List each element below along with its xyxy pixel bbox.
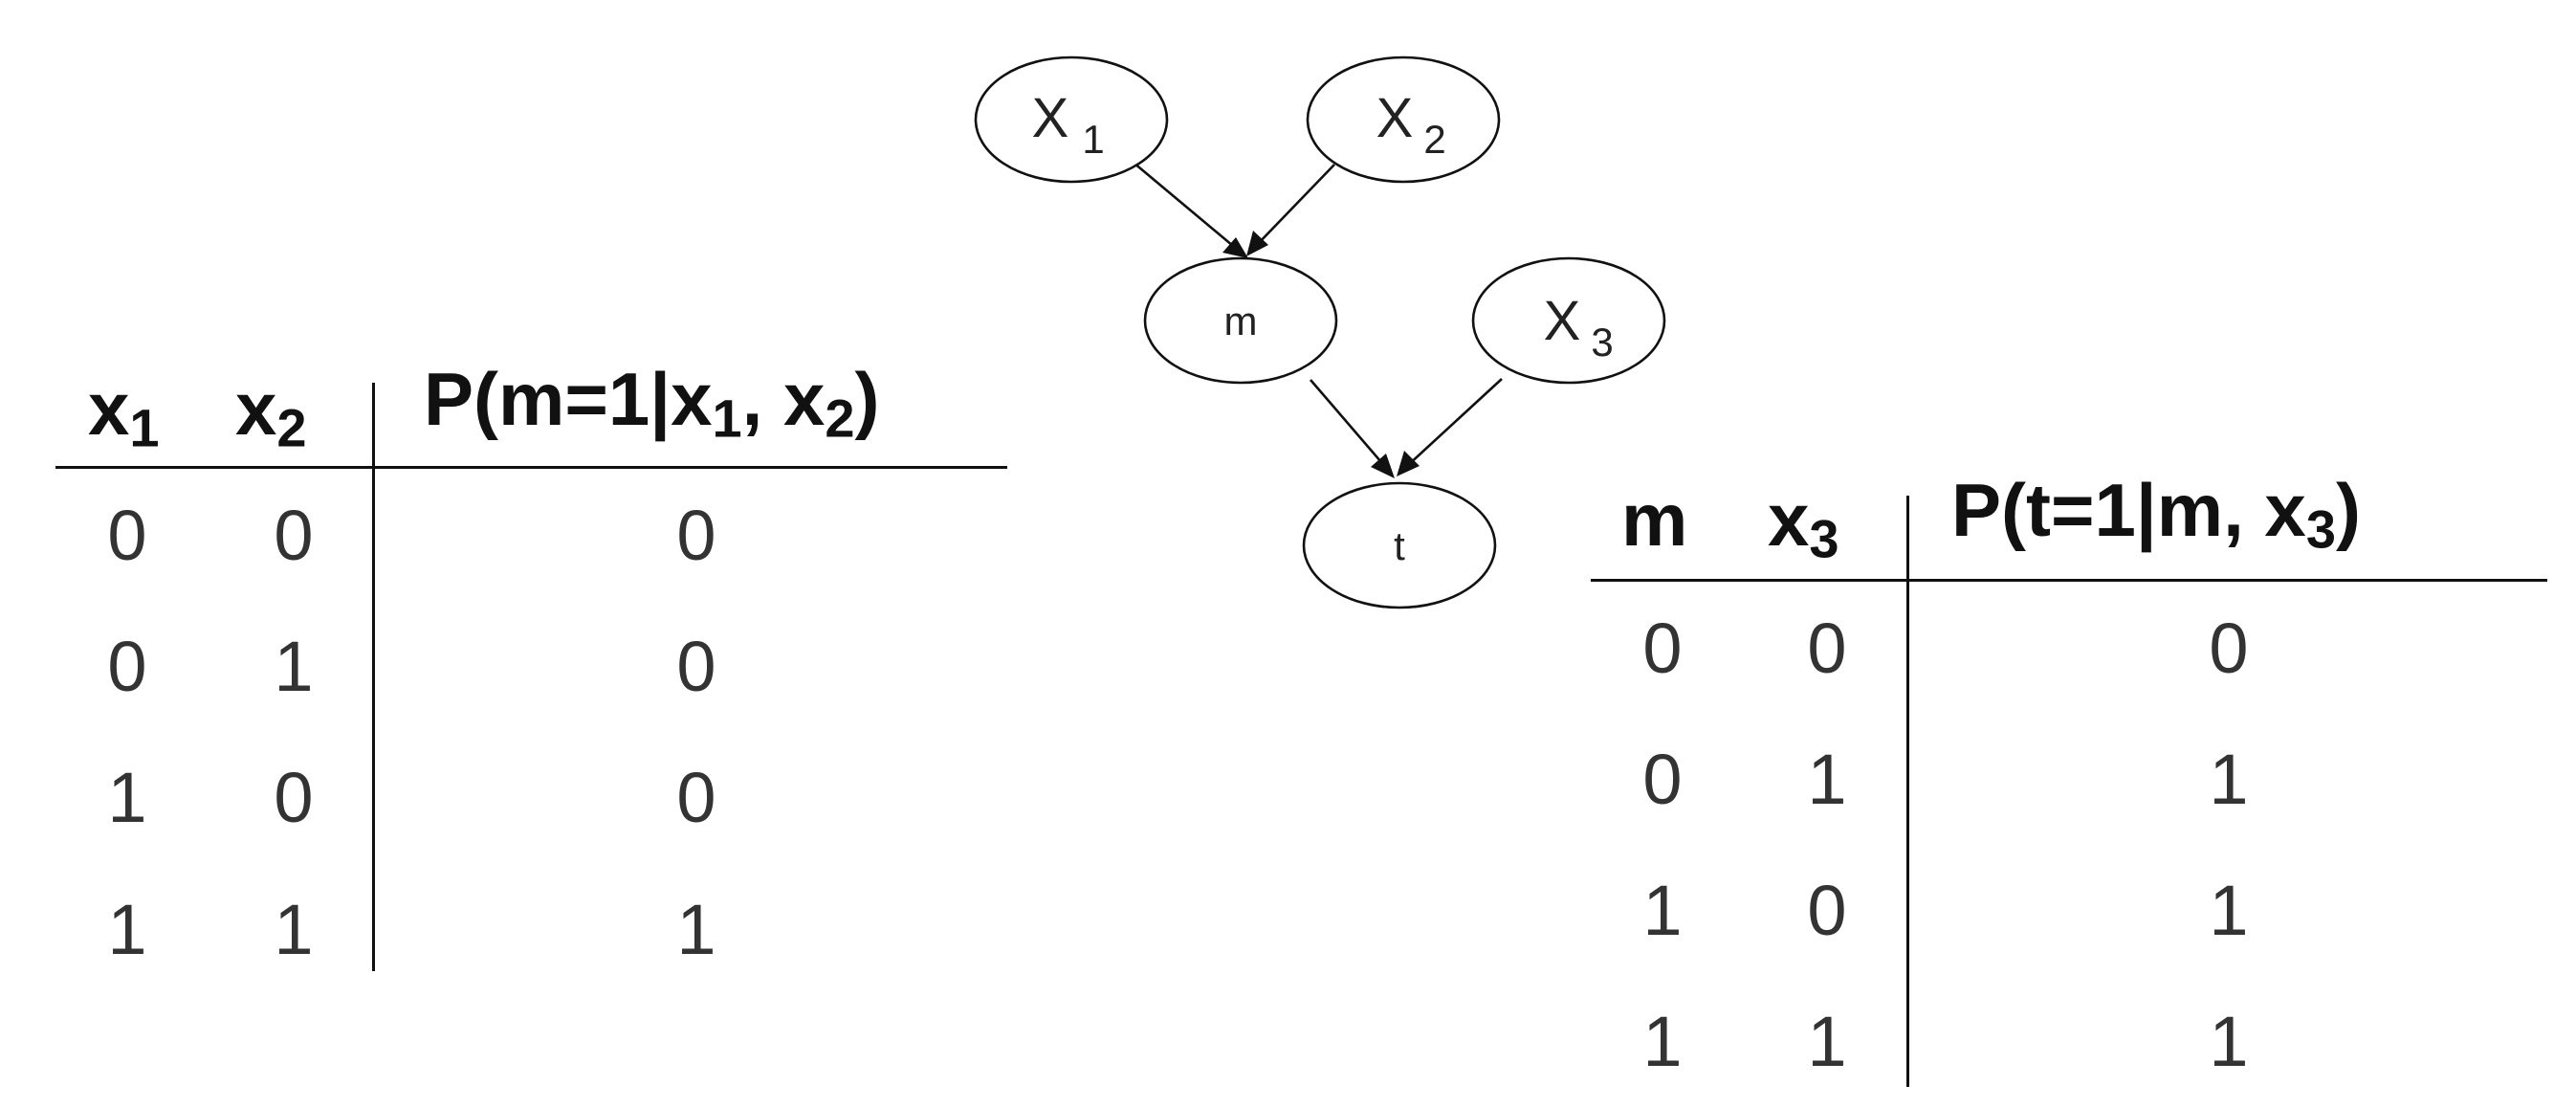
svg-text:X: X: [1032, 87, 1069, 149]
table-m-header-prob: P(m=1|x1, x2): [424, 357, 880, 449]
table-m-cell: 0: [676, 496, 716, 575]
table-m-cell: 0: [676, 627, 716, 706]
svg-text:X: X: [1544, 290, 1581, 352]
svg-text:3: 3: [1591, 320, 1613, 365]
table-t-column-divider: [1906, 496, 1909, 1087]
table-m-header-x2: x2: [235, 366, 307, 458]
table-t-cell: 1: [1807, 740, 1847, 819]
table-t-header-m: m: [1621, 477, 1688, 562]
table-m-header-divider: [55, 466, 1007, 469]
table-m-cell: 0: [274, 758, 314, 837]
edge-m-to-t: [1310, 379, 1395, 478]
node-t: t: [1302, 481, 1497, 609]
table-t-cell: 1: [2209, 871, 2249, 950]
table-t-cell: 1: [1642, 871, 1683, 950]
svg-text:m: m: [1224, 299, 1258, 343]
table-m-cell: 0: [107, 627, 147, 706]
table-t-header-x3: x3: [1768, 477, 1839, 569]
table-m-header-x1: x1: [88, 366, 160, 458]
edge-x1-to-m: [1133, 162, 1248, 258]
table-t-header-prob: P(t=1|m, x3): [1951, 468, 2361, 560]
table-t-cell: 0: [1642, 609, 1683, 688]
table-m-column-divider: [372, 383, 375, 971]
node-m: m: [1143, 256, 1338, 385]
node-x1: X 1: [974, 55, 1169, 184]
table-t-header-divider: [1591, 579, 2547, 582]
table-t-cell: 1: [1807, 1002, 1847, 1081]
table-t-cell: 0: [1807, 871, 1847, 950]
svg-text:1: 1: [1082, 117, 1104, 162]
table-m-cell: 0: [107, 496, 147, 575]
table-t-cell: 1: [2209, 740, 2249, 819]
node-x2: X 2: [1306, 55, 1501, 184]
svg-text:2: 2: [1423, 117, 1445, 162]
edge-x3-to-t: [1397, 378, 1503, 476]
table-t-cell: 1: [2209, 1002, 2249, 1081]
table-t-cell: 1: [1642, 1002, 1683, 1081]
table-m-cell: 1: [107, 758, 147, 837]
svg-text:X: X: [1376, 87, 1414, 149]
table-m-cell: 1: [274, 890, 314, 969]
table-m-cell: 1: [274, 627, 314, 706]
table-m-cell: 1: [107, 890, 147, 969]
table-m-cell: 0: [274, 496, 314, 575]
table-t-cell: 0: [1807, 609, 1847, 688]
svg-text:t: t: [1394, 523, 1405, 568]
table-m-cell: 1: [676, 890, 716, 969]
table-t-cell: 0: [2209, 609, 2249, 688]
table-t-cell: 0: [1642, 740, 1683, 819]
edge-x2-to-m: [1246, 164, 1335, 256]
table-m-cell: 0: [676, 758, 716, 837]
node-x3: X 3: [1471, 256, 1666, 385]
